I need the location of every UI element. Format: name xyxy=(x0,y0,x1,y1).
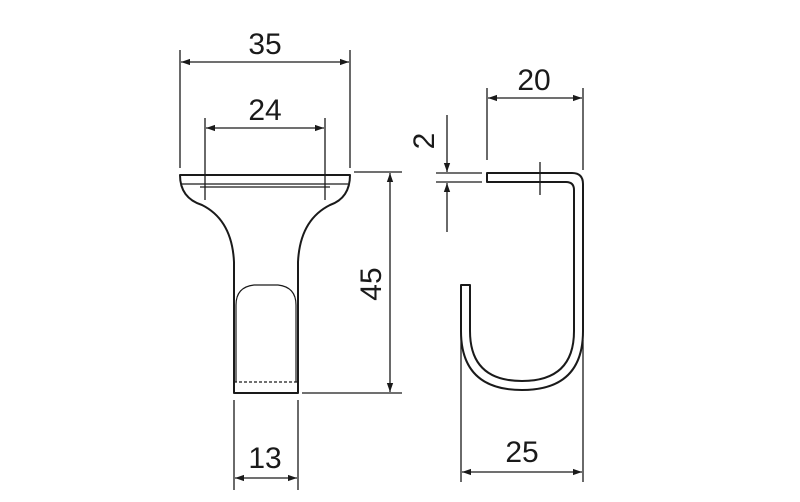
dim-label-25: 25 xyxy=(505,436,538,469)
dim-label-20: 20 xyxy=(517,64,550,97)
front-view: 35 24 45 13 xyxy=(179,28,402,490)
hook-front-body xyxy=(179,174,351,394)
side-view: 20 2 25 xyxy=(408,64,584,482)
hook-side-profile xyxy=(460,172,584,391)
dim-label-35: 35 xyxy=(248,28,281,61)
stem-recess xyxy=(235,284,297,382)
dim-label-13: 13 xyxy=(248,442,281,475)
dim-label-45: 45 xyxy=(355,267,388,300)
dim-label-2: 2 xyxy=(408,133,441,150)
dim-label-24: 24 xyxy=(248,94,281,127)
